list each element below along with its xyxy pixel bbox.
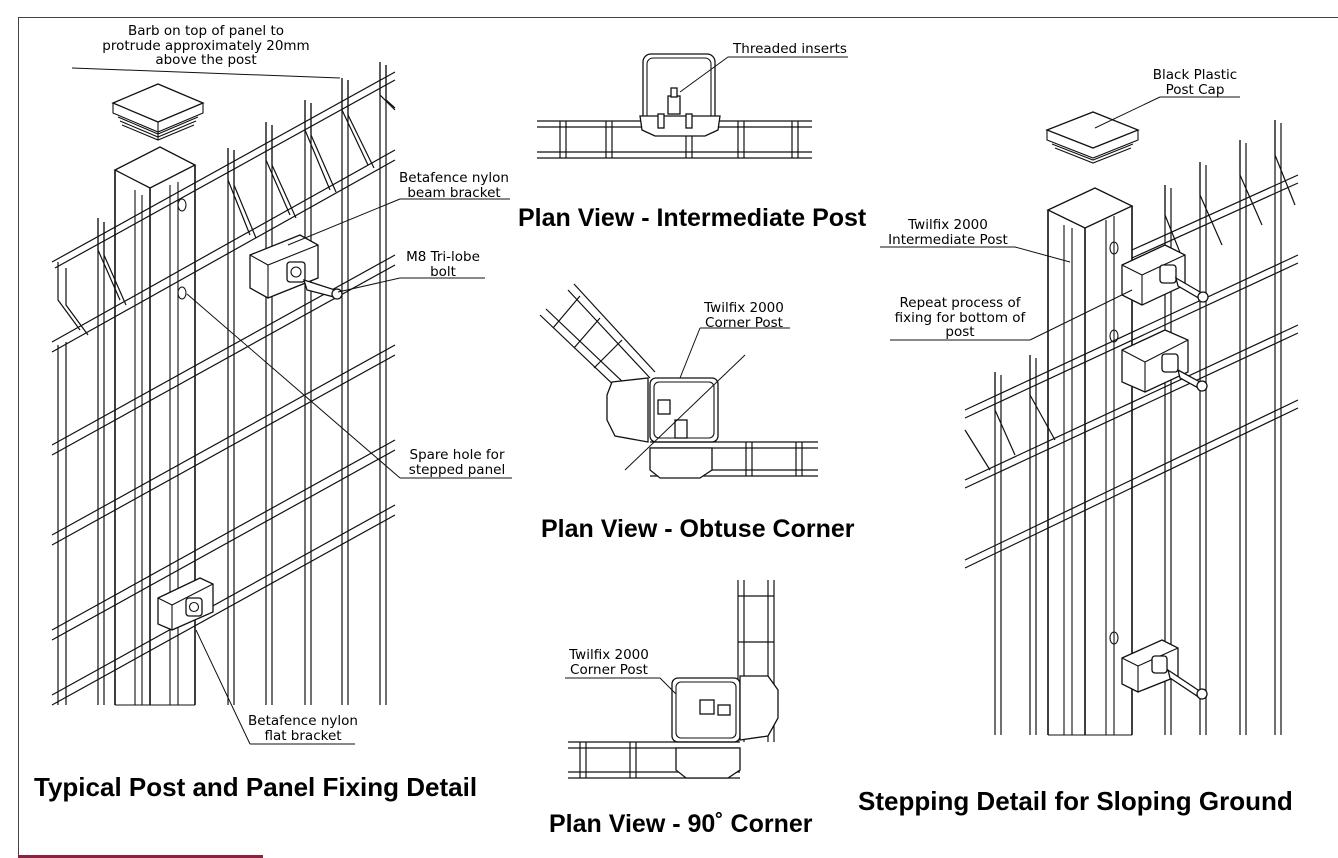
intermediate-post-label-line: Twilfix 2000: [908, 217, 988, 233]
post-hole: [177, 198, 187, 212]
flat-bracket: [157, 577, 214, 631]
beam-bracket-label-line: beam bracket: [407, 184, 501, 201]
ninety-plan-figure: [565, 580, 779, 779]
beam-bracket-label-line: Betafence nylon: [399, 170, 509, 186]
beam-bracket-label: Betafence nylon beam bracket: [392, 171, 516, 200]
title-intermediate: Plan View - Intermediate Post: [518, 204, 867, 232]
title-ninety: Plan View - 90˚ Corner: [549, 810, 813, 838]
spare-hole-label-line: stepped panel: [408, 461, 506, 478]
post-cap-label: Black Plastic Post Cap: [1146, 68, 1244, 97]
repeat-process-label-line: fixing for bottom of: [894, 309, 1026, 326]
obtuse-corner-post-label-line: Twilfix 2000: [704, 300, 784, 316]
repeat-process-label: Repeat process of fixing for bottom of p…: [886, 296, 1034, 340]
post-cap-label-line: Post Cap: [1165, 81, 1225, 98]
title-obtuse: Plan View - Obtuse Corner: [541, 515, 855, 543]
barb-note-line: Barb on top of panel to: [127, 23, 285, 39]
sheet-accent-bar: [18, 855, 263, 858]
right-upper-bracket: [1121, 244, 1209, 306]
title-stepping: Stepping Detail for Sloping Ground: [858, 786, 1293, 816]
flat-bracket-label-line: flat bracket: [264, 727, 342, 744]
tri-lobe-label-line: M8 Tri-lobe: [406, 249, 480, 265]
flat-bracket-label: Betafence nylon flat bracket: [244, 714, 362, 743]
intermediate-post-label: Twilfix 2000 Intermediate Post: [878, 218, 1018, 247]
barb-note-line: above the post: [155, 52, 257, 68]
tri-lobe-label: M8 Tri-lobe bolt: [398, 250, 488, 279]
right-panel-mesh: [964, 120, 1299, 735]
post-cap-label-line: Black Plastic: [1152, 67, 1238, 83]
threaded-inserts-label-line: Threaded inserts: [733, 41, 847, 57]
intermediate-plan-figure: [537, 53, 848, 159]
flat-bracket-label-line: Betafence nylon: [248, 713, 358, 729]
obtuse-plan-figure: [539, 283, 818, 479]
obtuse-corner-post-label: Twilfix 2000 Corner Post: [698, 301, 790, 330]
sheet-border-left: [18, 17, 19, 858]
barb-note-line: protrude approximately 20mm: [102, 37, 310, 54]
repeat-process-label-line: post: [945, 324, 975, 340]
spare-hole-label-line: Spare hole for: [409, 447, 505, 463]
right-post-cap: [1045, 111, 1140, 164]
typical-post-figure: [51, 62, 512, 745]
beam-bracket: [249, 234, 343, 300]
spare-hole: [177, 286, 187, 300]
stepping-figure: [880, 96, 1299, 736]
ninety-corner-post-label-line: Corner Post: [570, 661, 648, 678]
repeat-process-label-line: Repeat process of: [899, 295, 1021, 311]
spare-hole-label: Spare hole for stepped panel: [398, 448, 516, 477]
obtuse-corner-post-label-line: Corner Post: [705, 314, 783, 331]
sheet-border-top: [18, 17, 1338, 18]
intermediate-post-label-line: Intermediate Post: [888, 231, 1008, 248]
barb-note: Barb on top of panel to protrude approxi…: [70, 24, 342, 68]
right-lower-bracket: [1121, 639, 1208, 700]
right-middle-bracket: [1121, 329, 1208, 393]
title-typical: Typical Post and Panel Fixing Detail: [34, 772, 478, 802]
threaded-inserts-label: Threaded inserts: [728, 42, 852, 57]
ninety-corner-post-label: Twilfix 2000 Corner Post: [563, 648, 655, 677]
tri-lobe-label-line: bolt: [430, 263, 456, 280]
ninety-corner-post-label-line: Twilfix 2000: [569, 647, 649, 663]
left-post: [113, 146, 197, 706]
left-panel-mesh: [51, 62, 396, 706]
left-post-cap: [111, 83, 205, 141]
